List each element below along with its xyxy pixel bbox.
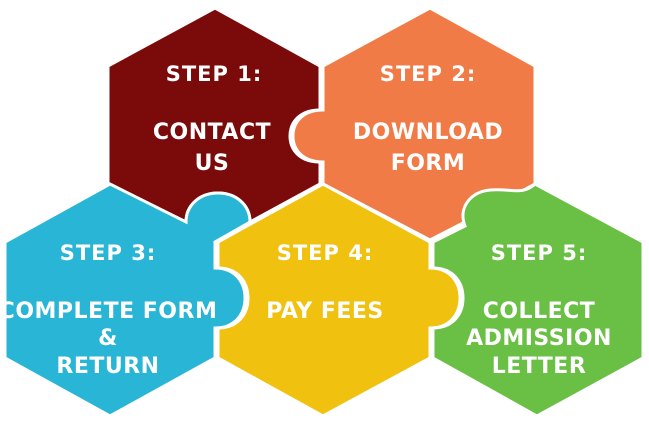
step-3-piece: STEP 3: COMPLETE FORM & RETURN [0, 182, 252, 418]
step-5-line-2: ADMISSION [466, 326, 612, 351]
step-5-piece: STEP 5: COLLECT ADMISSION LETTER [431, 182, 645, 418]
step-2-piece: STEP 2: DOWNLOAD FORM [291, 6, 537, 242]
step-4-title: STEP 4: [277, 241, 374, 265]
step-5-title: STEP 5: [491, 241, 588, 265]
step-1-line-1: CONTACT [153, 120, 271, 145]
step-2-line-1: DOWNLOAD [353, 120, 503, 145]
step-4-hexagon [216, 182, 462, 418]
step-4-line-1: PAY FEES [266, 299, 384, 324]
step-3-line-2: & [98, 326, 118, 351]
step-3-title: STEP 3: [60, 241, 157, 265]
step-3-line-3: RETURN [56, 354, 159, 379]
step-4-piece: STEP 4: PAY FEES [216, 182, 462, 418]
step-1-title: STEP 1: [166, 62, 263, 86]
step-5-hexagon [431, 182, 645, 418]
step-1-hexagon [106, 6, 322, 225]
step-2-line-2: FORM [391, 151, 466, 176]
step-3-line-1: COMPLETE FORM [0, 299, 217, 324]
step-5-line-1: COLLECT [483, 299, 596, 324]
step-1-line-2: US [195, 151, 230, 176]
step-2-title: STEP 2: [380, 62, 477, 86]
step-1-piece: STEP 1: CONTACT US [106, 6, 322, 225]
step-5-line-3: LETTER [492, 354, 587, 379]
